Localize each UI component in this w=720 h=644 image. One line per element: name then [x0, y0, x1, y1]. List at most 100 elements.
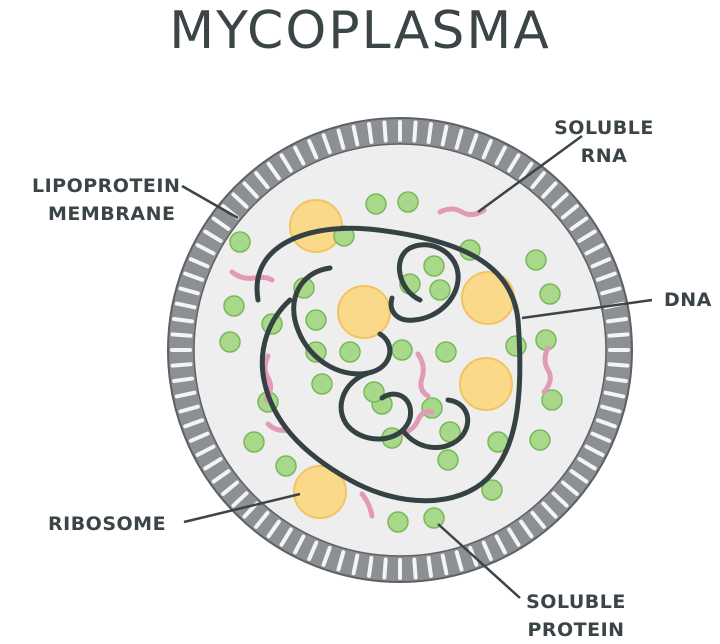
membrane-spoke [195, 444, 216, 457]
soluble-protein [435, 341, 457, 363]
membrane-spoke [468, 133, 479, 155]
membrane-spoke [254, 510, 270, 529]
soluble-protein [339, 341, 361, 363]
membrane-spoke [242, 181, 259, 199]
membrane-spoke [188, 257, 210, 269]
membrane-spoke [183, 271, 205, 282]
dna-loop [254, 225, 523, 504]
membrane-spoke [595, 271, 617, 282]
membrane-spoke [367, 122, 374, 144]
membrane-spoke [188, 431, 210, 443]
soluble-protein [397, 191, 419, 213]
soluble-protein [505, 335, 527, 357]
soluble-protein [219, 331, 241, 353]
soluble-protein [423, 507, 445, 529]
leader-soluble-rna [477, 134, 583, 214]
membrane-spoke [551, 192, 569, 209]
rna-strand [359, 491, 375, 519]
membrane-spoke [351, 124, 360, 147]
soluble-protein [541, 389, 563, 411]
membrane-spoke [382, 120, 388, 143]
ribosome [337, 285, 391, 339]
soluble-protein [539, 283, 561, 305]
soluble-protein [275, 455, 297, 477]
membrane-spoke [577, 457, 597, 471]
label-ribosome: RIBOSOME [48, 513, 166, 535]
membrane-spoke [519, 519, 534, 539]
membrane-spoke [507, 153, 521, 173]
soluble-protein [363, 381, 385, 403]
soluble-protein [429, 279, 451, 301]
membrane-spoke [174, 301, 197, 310]
membrane-spoke [172, 376, 194, 383]
rna-strand [541, 345, 553, 395]
membrane-spoke [440, 553, 449, 576]
membrane-spoke [569, 469, 589, 484]
membrane-spoke [183, 418, 205, 429]
soluble-protein [391, 339, 413, 361]
label-lipoprotein-1: LIPOPROTEIN [32, 175, 180, 197]
membrane-spoke [279, 153, 293, 173]
soluble-protein [305, 341, 327, 363]
membrane-spoke [203, 457, 223, 471]
ribosome [459, 357, 513, 411]
membrane-spoke [231, 192, 249, 209]
soluble-protein [365, 193, 387, 215]
leader-ribosome [183, 492, 301, 524]
soluble-protein [529, 429, 551, 451]
rna-strand [229, 269, 275, 283]
ribosome [289, 199, 343, 253]
label-soluble-protein-1: SOLUBLE [526, 591, 626, 613]
leader-soluble-protein [437, 523, 521, 599]
membrane-spoke [293, 145, 306, 166]
membrane-spoke [577, 229, 597, 243]
membrane-spoke [178, 286, 200, 296]
soluble-protein [311, 373, 333, 395]
membrane-spoke [600, 286, 622, 296]
membrane-spoke [590, 257, 612, 269]
membrane-spoke [606, 317, 628, 324]
membrane-spoke [172, 317, 194, 324]
membrane-spoke [279, 527, 293, 547]
membrane-spoke [211, 469, 231, 484]
rna-strand [415, 351, 431, 399]
membrane-spoke [221, 480, 240, 496]
membrane-spoke [530, 171, 546, 190]
membrane-spoke [195, 243, 216, 256]
membrane-spoke [560, 204, 579, 220]
membrane-spoke [336, 550, 346, 572]
ribosome [293, 465, 347, 519]
membrane-spoke [481, 138, 493, 160]
label-soluble-rna-1: SOLUBLE [554, 117, 654, 139]
membrane-spoke [231, 491, 249, 508]
dna-coil-top [388, 242, 461, 323]
dna-coil-left [291, 265, 393, 377]
membrane-spoke [426, 556, 433, 578]
membrane-spoke [321, 133, 332, 155]
soluble-protein [223, 295, 245, 317]
membrane-spoke [551, 491, 569, 508]
soluble-rna-strands [229, 206, 553, 519]
membrane-spoke [307, 540, 319, 562]
soluble-protein [439, 421, 461, 443]
membrane-spoke [336, 128, 346, 150]
page-title: MYCOPLASMA [169, 1, 551, 61]
soluble-protein [437, 449, 459, 471]
leader-dna [521, 298, 653, 320]
membrane-spoke [606, 376, 628, 383]
membrane-spoke [351, 553, 360, 576]
membrane-spoke [174, 390, 197, 399]
membrane-spoke [266, 161, 281, 181]
membrane-spoke [494, 534, 507, 555]
label-soluble-rna-2: RNA [581, 145, 628, 167]
soluble-protein [305, 309, 327, 331]
dna-coil-middle [338, 369, 414, 442]
membrane-spoke [178, 404, 200, 414]
membrane-spoke [584, 444, 605, 457]
membrane-spoke [412, 120, 418, 143]
leader-lines [181, 134, 653, 599]
membrane-spoke [293, 534, 306, 555]
rna-strand [437, 206, 487, 218]
membrane-spoke [584, 243, 605, 256]
membrane-spoke [170, 362, 193, 368]
